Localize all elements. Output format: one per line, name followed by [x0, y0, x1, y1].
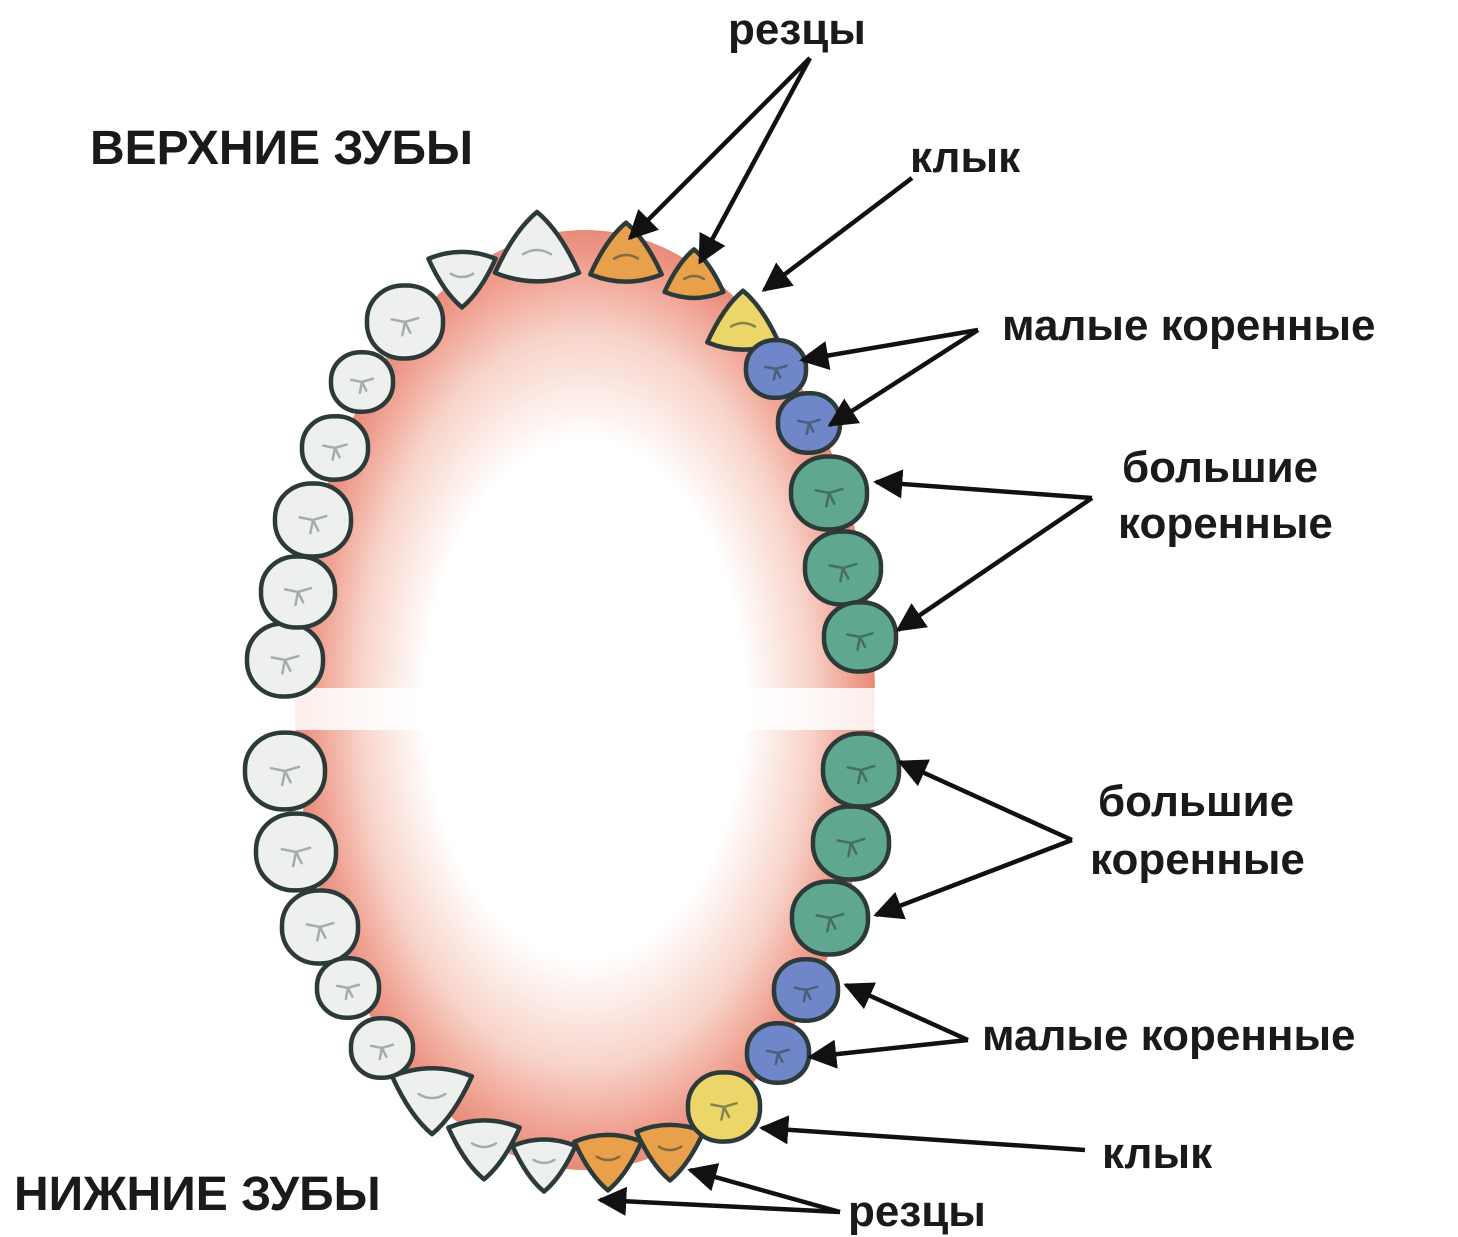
upper-molars-label-line1: большие — [1122, 443, 1318, 492]
tooth-other-6 — [367, 285, 443, 358]
arrow-upper-molar-2 — [898, 498, 1092, 630]
tooth-premolar-12 — [746, 340, 806, 398]
tooth-molar-14 — [791, 456, 867, 529]
lower-premolars-label: малые коренные — [982, 1011, 1356, 1060]
tooth-crown — [495, 212, 579, 281]
arrow-upper-molar-1 — [876, 482, 1092, 498]
arrow-lower-molar-1 — [900, 762, 1072, 840]
tooth-crown — [448, 1120, 519, 1179]
tooth-molar-31 — [813, 806, 889, 879]
lower-molars-label-line1: большие — [1098, 777, 1294, 826]
upper-incisors-label: резцы — [728, 5, 866, 54]
tooth-other-8 — [495, 212, 579, 281]
lower-incisors-label: резцы — [848, 1187, 986, 1236]
tooth-other-21 — [351, 1018, 413, 1078]
tooth-other-3 — [275, 483, 351, 556]
tooth-other-17 — [245, 733, 325, 810]
tooth-other-24 — [513, 1139, 576, 1191]
arrow-lower-premolar-1 — [846, 985, 968, 1040]
tooth-other-23 — [448, 1120, 519, 1179]
lower-canine-label: клык — [1102, 1129, 1213, 1178]
lower-molars-label-line2: коренные — [1090, 835, 1305, 884]
upper-canine-label: клык — [910, 133, 1021, 182]
tooth-incisor-25 — [574, 1135, 641, 1190]
jaw-gap — [255, 688, 895, 730]
tooth-other-19 — [282, 890, 358, 963]
arrow-upper-incisor-2 — [700, 58, 810, 262]
tooth-other-1 — [247, 623, 323, 696]
arrow-upper-incisor-1 — [630, 58, 810, 238]
upper-teeth-heading: ВЕРХНИЕ ЗУБЫ — [90, 122, 473, 175]
tooth-other-18 — [256, 814, 336, 891]
tooth-other-2 — [261, 556, 335, 627]
arrow-lower-premolar-2 — [810, 1040, 968, 1057]
tooth-premolar-28 — [747, 1023, 809, 1083]
tooth-molar-32 — [823, 733, 899, 806]
tooth-molar-30 — [792, 881, 868, 954]
tooth-other-20 — [317, 958, 379, 1018]
upper-premolars-label: малые коренные — [1002, 301, 1376, 350]
tooth-crown — [574, 1135, 641, 1190]
tooth-premolar-29 — [774, 959, 838, 1020]
upper-molars-label-line2: коренные — [1118, 499, 1333, 548]
tooth-canine-27 — [688, 1072, 760, 1141]
tooth-molar-16 — [824, 602, 896, 671]
lower-teeth-heading: НИЖНИЕ ЗУБЫ — [14, 1168, 381, 1221]
tooth-crown — [513, 1139, 576, 1191]
tooth-molar-15 — [805, 531, 881, 604]
tooth-other-5 — [331, 352, 393, 412]
arrow-upper-canine — [764, 178, 912, 290]
tooth-other-4 — [302, 416, 368, 479]
arrow-lower-molar-2 — [876, 840, 1072, 915]
arrow-lower-canine — [762, 1128, 1085, 1150]
